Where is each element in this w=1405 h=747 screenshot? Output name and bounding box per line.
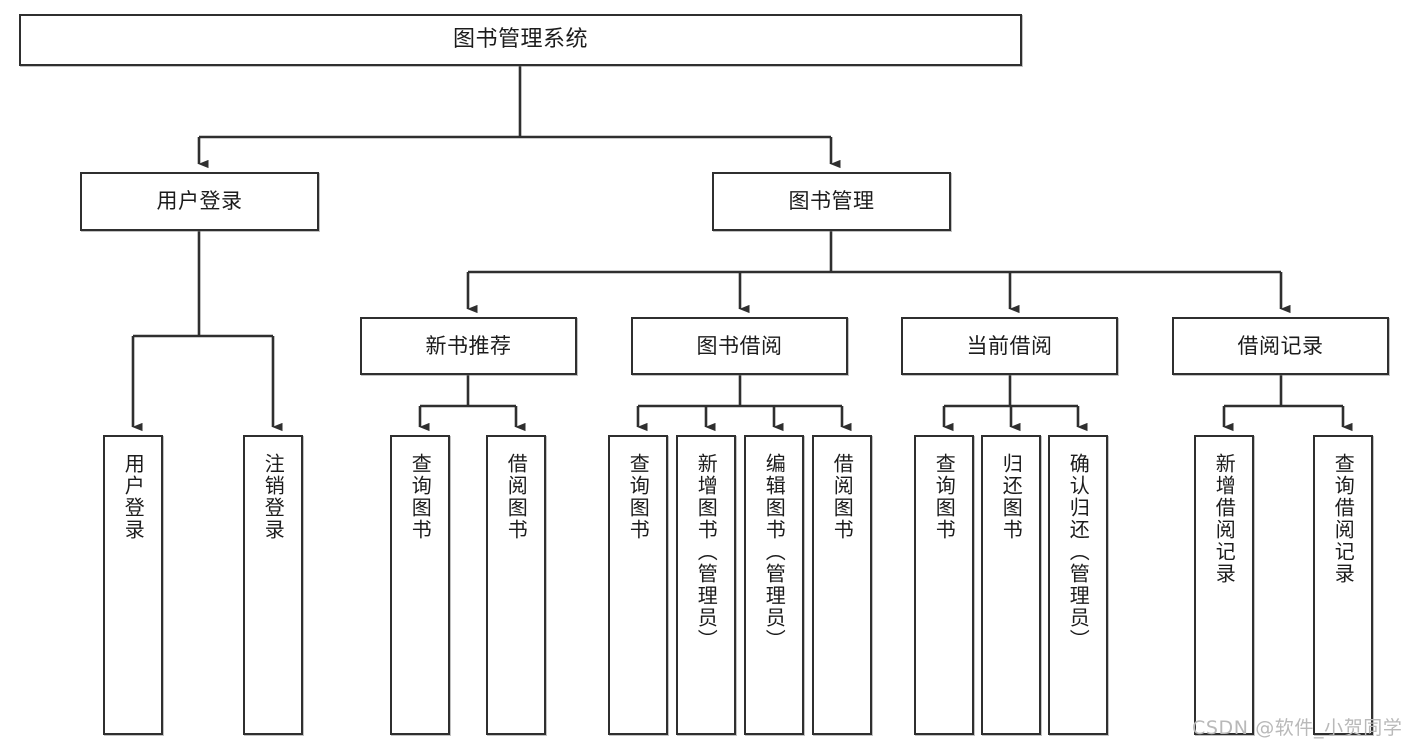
node-borrow-record[interactable]: 借阅记录 <box>1172 317 1389 375</box>
node-label: 图书管理 <box>788 189 875 214</box>
node-label: 查询图书 <box>932 453 957 541</box>
leaf-book-borrow-edit-book-admin[interactable]: 编辑图书（管理员） <box>744 435 804 735</box>
node-label: 注销登录 <box>261 453 286 541</box>
node-label: 查询借阅记录 <box>1331 453 1356 585</box>
node-label: 借阅记录 <box>1237 333 1324 358</box>
leaf-current-borrow-return-book[interactable]: 归还图书 <box>981 435 1041 735</box>
csdn-watermark: CSDN @软件_小贺同学 <box>1192 717 1403 739</box>
leaf-new-book-borrow-book[interactable]: 借阅图书 <box>486 435 546 735</box>
node-label: 新增图书（管理员） <box>694 453 719 651</box>
node-label: 编辑图书（管理员） <box>762 453 787 651</box>
node-label: 图书管理系统 <box>452 27 588 53</box>
node-new-book-recommend[interactable]: 新书推荐 <box>360 317 577 375</box>
leaf-book-borrow-add-book-admin[interactable]: 新增图书（管理员） <box>676 435 736 735</box>
leaf-user-login-logout[interactable]: 注销登录 <box>243 435 303 735</box>
node-label: 新书推荐 <box>425 333 512 358</box>
leaf-user-login-login[interactable]: 用户登录 <box>103 435 163 735</box>
node-label: 查询图书 <box>626 453 651 541</box>
node-label: 借阅图书 <box>830 453 855 541</box>
node-label: 当前借阅 <box>966 333 1053 358</box>
node-label: 归还图书 <box>999 453 1024 541</box>
leaf-current-borrow-query-book[interactable]: 查询图书 <box>914 435 974 735</box>
leaf-new-book-query-book[interactable]: 查询图书 <box>390 435 450 735</box>
leaf-current-borrow-confirm-return-admin[interactable]: 确认归还（管理员） <box>1048 435 1108 735</box>
node-label: 新增借阅记录 <box>1212 453 1237 585</box>
node-label: 借阅图书 <box>504 453 529 541</box>
node-label: 用户登录 <box>156 189 243 214</box>
node-user-login[interactable]: 用户登录 <box>80 172 319 231</box>
leaf-borrow-record-add-record[interactable]: 新增借阅记录 <box>1194 435 1254 735</box>
node-book-management[interactable]: 图书管理 <box>712 172 951 231</box>
leaf-borrow-record-query-record[interactable]: 查询借阅记录 <box>1313 435 1373 735</box>
node-label: 查询图书 <box>408 453 433 541</box>
node-label: 用户登录 <box>121 453 146 541</box>
node-label: 确认归还（管理员） <box>1066 453 1091 651</box>
leaf-book-borrow-query-book[interactable]: 查询图书 <box>608 435 668 735</box>
leaf-book-borrow-borrow-book[interactable]: 借阅图书 <box>812 435 872 735</box>
node-book-borrow[interactable]: 图书借阅 <box>631 317 848 375</box>
node-root-book-management-system[interactable]: 图书管理系统 <box>19 14 1022 66</box>
node-label: 图书借阅 <box>696 333 783 358</box>
node-current-borrow[interactable]: 当前借阅 <box>901 317 1118 375</box>
